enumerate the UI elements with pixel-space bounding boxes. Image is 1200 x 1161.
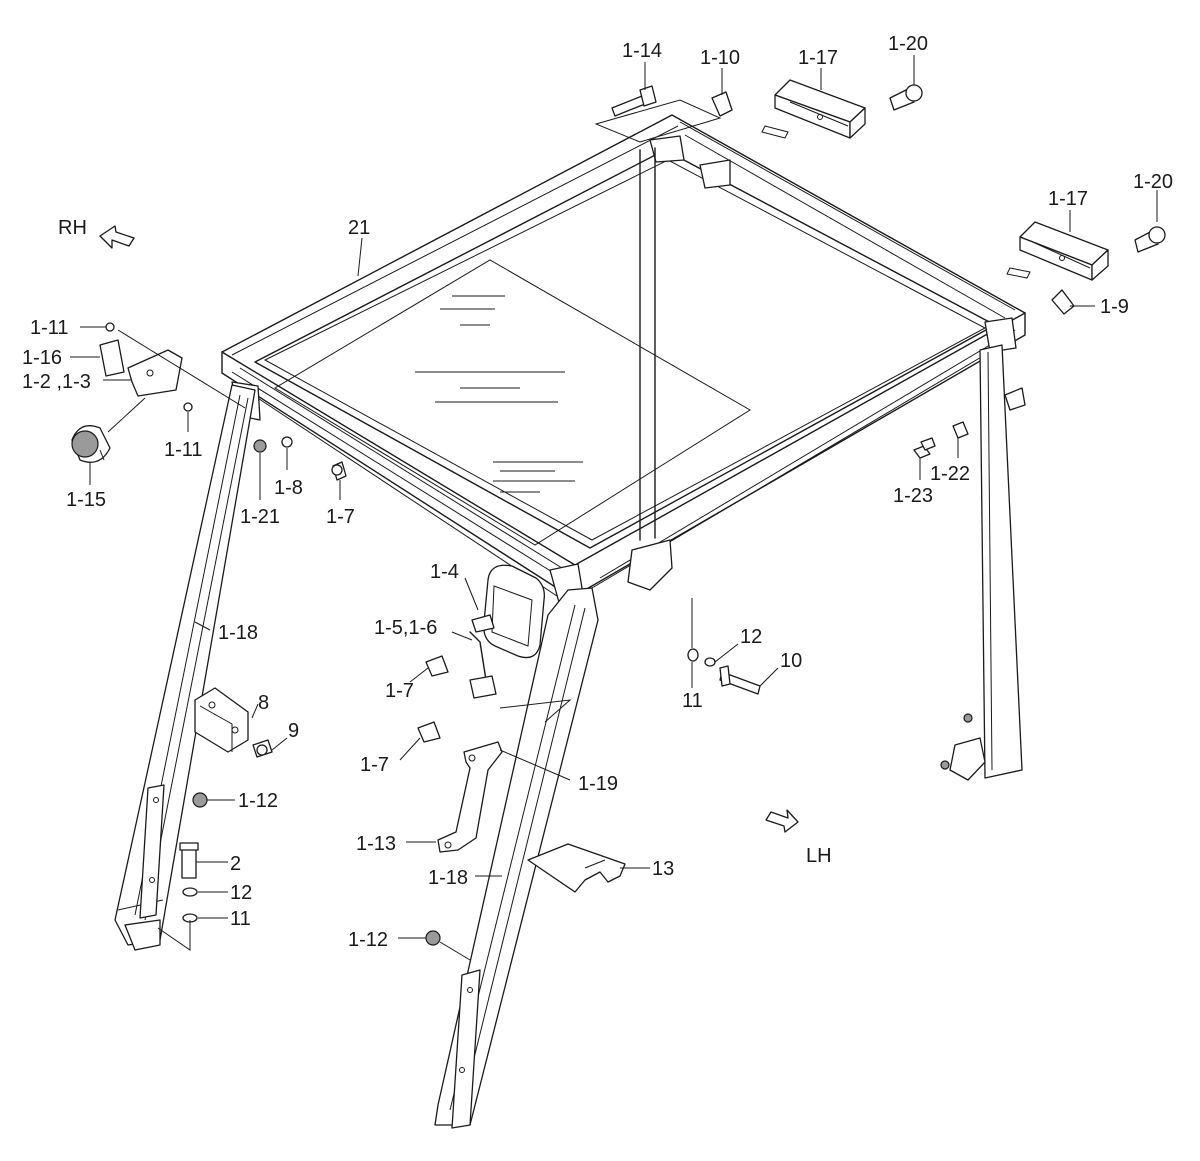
rear-fasteners <box>913 421 969 459</box>
callout-1-16: 1-16 <box>22 347 62 369</box>
rear-lh-post <box>940 344 1026 781</box>
rh-direction-label: RH <box>58 217 87 239</box>
callout-1-7-upper: 1-7 <box>326 506 355 528</box>
leader-lines <box>70 55 1158 961</box>
callout-1-17-right: 1-17 <box>1048 188 1088 210</box>
plate-13 <box>527 843 626 893</box>
callout-1-17-top: 1-17 <box>798 47 838 69</box>
callout-1-12-left: 1-12 <box>238 790 278 812</box>
callout-1-11-mid: 1-11 <box>164 439 203 461</box>
lh-arrow-icon <box>765 809 799 833</box>
callout-1-10: 1-10 <box>700 47 740 69</box>
screw-1-20-right <box>1134 226 1166 253</box>
lower-rh-hardware <box>157 792 208 951</box>
callout-1-19: 1-19 <box>578 773 618 795</box>
work-lamp-assembly <box>71 322 246 463</box>
bracket-8 <box>194 687 273 758</box>
callout-8: 8 <box>258 692 269 714</box>
bolt-1-14 <box>611 85 657 117</box>
screw-1-20-top <box>889 84 923 111</box>
callout-11-right: 11 <box>682 690 703 712</box>
callout-1-2-1-3: 1-2 ,1-3 <box>22 371 91 393</box>
front-lh-post <box>434 587 599 1129</box>
lh-direction-label: LH <box>806 845 832 867</box>
clip-1-9 <box>1051 289 1075 315</box>
lower-lh-fasteners <box>425 648 761 946</box>
callout-1-7-mirror: 1-7 <box>385 680 414 702</box>
callout-1-9: 1-9 <box>1100 296 1129 318</box>
callout-2: 2 <box>230 853 241 875</box>
lamp-1-17-top <box>761 79 866 139</box>
clip-1-10 <box>711 91 733 117</box>
callout-21: 21 <box>348 217 370 239</box>
mirror-1-4 <box>425 564 545 699</box>
callout-labels: RH LH 1-14 1-10 1-17 1-20 1-17 1-20 1-9 … <box>22 33 1173 951</box>
callout-1-22: 1-22 <box>930 463 970 485</box>
rh-arrow-icon <box>99 225 135 249</box>
callout-1-11-top: 1-11 <box>30 317 69 339</box>
callout-11-left: 11 <box>230 908 251 930</box>
callout-1-18-left: 1-18 <box>218 622 258 644</box>
callout-1-21: 1-21 <box>240 506 280 528</box>
callout-1-5-1-6: 1-5,1-6 <box>374 617 437 639</box>
callout-1-14: 1-14 <box>622 40 662 62</box>
callout-1-12-bottom: 1-12 <box>348 929 388 951</box>
front-rh-post <box>114 384 256 951</box>
callout-1-8: 1-8 <box>274 477 303 499</box>
callout-1-23: 1-23 <box>893 485 933 507</box>
callout-12-left: 12 <box>230 882 252 904</box>
callout-1-20-top: 1-20 <box>888 33 928 55</box>
callout-9: 9 <box>288 720 299 742</box>
callout-1-15: 1-15 <box>66 489 106 511</box>
upper-rh-fasteners <box>253 436 347 481</box>
lamp-1-17-right <box>1006 221 1109 281</box>
grab-handle-1-13 <box>417 721 503 853</box>
callout-1-18-right: 1-18 <box>428 867 468 889</box>
callout-1-13: 1-13 <box>356 833 396 855</box>
callout-13: 13 <box>652 858 674 880</box>
callout-12-right: 12 <box>740 626 762 648</box>
roof-frame <box>221 99 1026 607</box>
callout-1-4: 1-4 <box>430 561 459 583</box>
callout-1-20-right: 1-20 <box>1133 171 1173 193</box>
callout-10: 10 <box>780 650 802 672</box>
callout-1-7-handle: 1-7 <box>360 754 389 776</box>
